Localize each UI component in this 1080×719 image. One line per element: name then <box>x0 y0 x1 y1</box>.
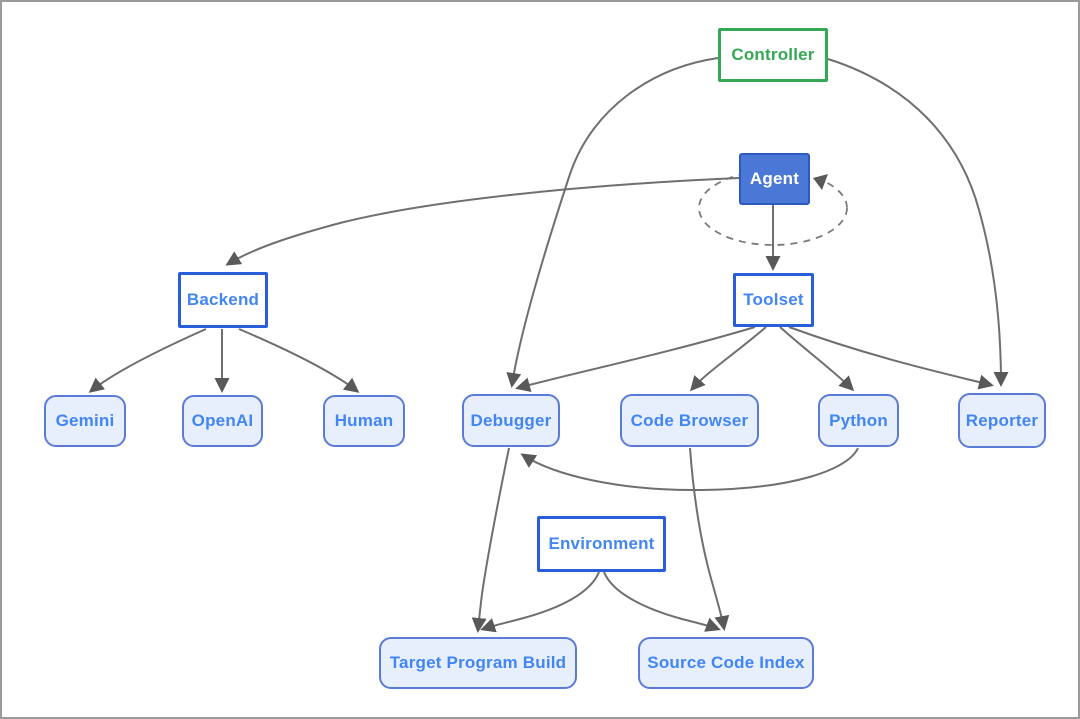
node-controller: Controller <box>718 28 828 82</box>
edge-backend-to-human <box>238 328 360 393</box>
node-target-program-build: Target Program Build <box>379 637 577 689</box>
edge-toolset-to-debugger <box>515 326 756 393</box>
edge-agent-self-loop <box>698 170 848 246</box>
node-gemini: Gemini <box>44 395 126 447</box>
edge-backend-to-gemini <box>88 328 207 393</box>
node-debugger: Debugger <box>462 394 560 447</box>
edge-toolset-to-code-browser <box>690 326 767 392</box>
edge-agent-self-loop-arrowhead <box>813 174 828 190</box>
edge-code-browser-to-source-code-index <box>689 447 730 631</box>
edge-agent-to-backend <box>225 177 740 266</box>
edge-toolset-to-reporter <box>788 326 994 390</box>
node-openai: OpenAI <box>182 395 263 447</box>
node-toolset: Toolset <box>733 273 814 327</box>
node-human: Human <box>323 395 405 447</box>
edge-environment-to-target-program-build <box>480 571 600 633</box>
node-code-browser: Code Browser <box>620 394 759 447</box>
edge-environment-to-source-code-index <box>603 571 721 632</box>
edge-python-to-debugger <box>520 447 859 492</box>
edge-controller-to-reporter <box>827 58 1009 387</box>
edge-debugger-to-target-program-build <box>471 447 510 633</box>
node-source-code-index: Source Code Index <box>638 637 814 689</box>
node-reporter: Reporter <box>958 393 1046 448</box>
node-environment: Environment <box>537 516 666 572</box>
node-python: Python <box>818 394 899 447</box>
edge-toolset-to-python <box>779 326 855 392</box>
node-agent: Agent <box>739 153 810 205</box>
edge-controller-to-debugger <box>506 57 719 388</box>
node-backend: Backend <box>178 272 268 328</box>
